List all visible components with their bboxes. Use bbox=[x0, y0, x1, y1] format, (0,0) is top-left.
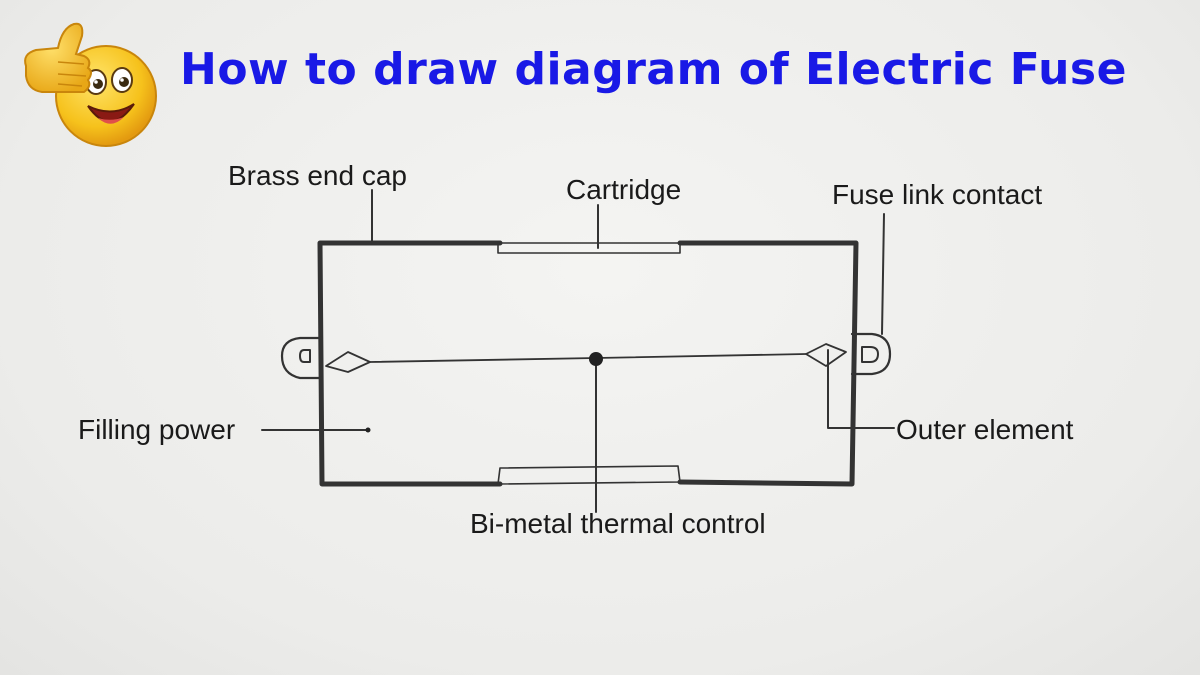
cartridge-bottom bbox=[497, 465, 681, 485]
fuse-body-outline bbox=[317, 240, 859, 487]
label-fuse-link-contact: Fuse link contact bbox=[832, 179, 1043, 210]
thumbs-up-smiley-icon bbox=[24, 22, 157, 147]
leader-fuse-link-contact bbox=[881, 213, 885, 335]
label-filling-power: Filling power bbox=[78, 414, 236, 445]
cartridge-top bbox=[497, 242, 681, 254]
leader-outer-element bbox=[827, 349, 895, 429]
right-lug-hole bbox=[861, 346, 879, 363]
left-contact bbox=[325, 351, 371, 373]
label-outer-element: Outer element bbox=[896, 414, 1074, 445]
left-lug-hole bbox=[299, 349, 311, 363]
bimetal-junction-dot bbox=[589, 352, 603, 366]
label-cartridge: Cartridge bbox=[566, 174, 682, 205]
right-contact bbox=[805, 343, 847, 367]
page-title: How to draw diagram of Electric Fuse bbox=[180, 44, 1127, 95]
label-brass-end-cap: Brass end cap bbox=[228, 160, 407, 191]
right-lug bbox=[850, 332, 892, 376]
filling-power-dot bbox=[365, 427, 371, 433]
fuse-element-wire bbox=[369, 353, 807, 363]
left-lug bbox=[280, 336, 324, 380]
label-bimetal-thermal-control: Bi-metal thermal control bbox=[470, 508, 766, 539]
